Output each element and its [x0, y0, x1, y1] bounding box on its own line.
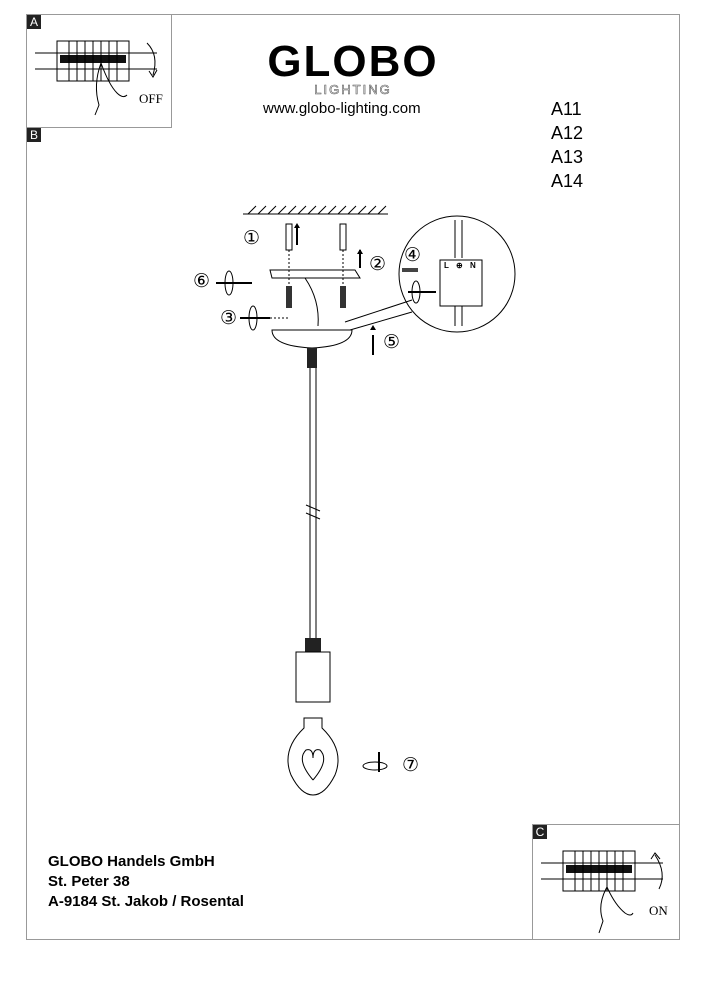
step-7-label: ⑦	[402, 755, 420, 776]
model-list: A11 A12 A13 A14	[551, 97, 583, 193]
model-item: A12	[551, 123, 584, 143]
company-street: St. Peter 38	[48, 873, 130, 890]
logo-sub: LIGHTING	[314, 82, 392, 97]
terminal-label: ⊕	[456, 261, 463, 270]
company-name: GLOBO Handels GmbH	[48, 853, 215, 870]
panel-a-switch-off: A OFF	[26, 14, 172, 128]
model-item: A14	[551, 171, 584, 191]
step-2-label: ②	[369, 254, 387, 275]
panel-c-switch-on: C ON	[532, 824, 680, 940]
step-4-label: ④	[404, 245, 422, 266]
breaker-off-illustration	[35, 40, 158, 116]
panel-b-tag: B	[27, 128, 41, 142]
website-link[interactable]: www.globo-lighting.com	[263, 100, 421, 117]
off-label: OFF	[139, 91, 163, 106]
step-6-label: ⑥	[193, 271, 211, 292]
model-item: A13	[551, 147, 584, 167]
step-5-label: ⑤	[383, 332, 401, 353]
on-label: ON	[649, 903, 668, 918]
step-1-label: ①	[243, 228, 261, 249]
installation-diagram: L ⊕ N	[216, 205, 516, 796]
panel-c-tag: C	[533, 825, 547, 839]
step-3-label: ③	[220, 308, 238, 329]
panel-a-tag: A	[27, 15, 41, 29]
company-city: A-9184 St. Jakob / Rosental	[48, 893, 244, 910]
company-address: GLOBO Handels GmbH St. Peter 38 A-9184 S…	[48, 852, 244, 912]
terminal-label: L	[444, 261, 449, 270]
model-item: A11	[551, 99, 582, 119]
terminal-label: N	[470, 261, 476, 270]
logo-brand: GLOBO	[267, 37, 439, 86]
breaker-on-illustration	[541, 850, 663, 934]
page-frame	[26, 14, 680, 940]
globo-logo: GLOBO LIGHTING	[258, 37, 448, 97]
